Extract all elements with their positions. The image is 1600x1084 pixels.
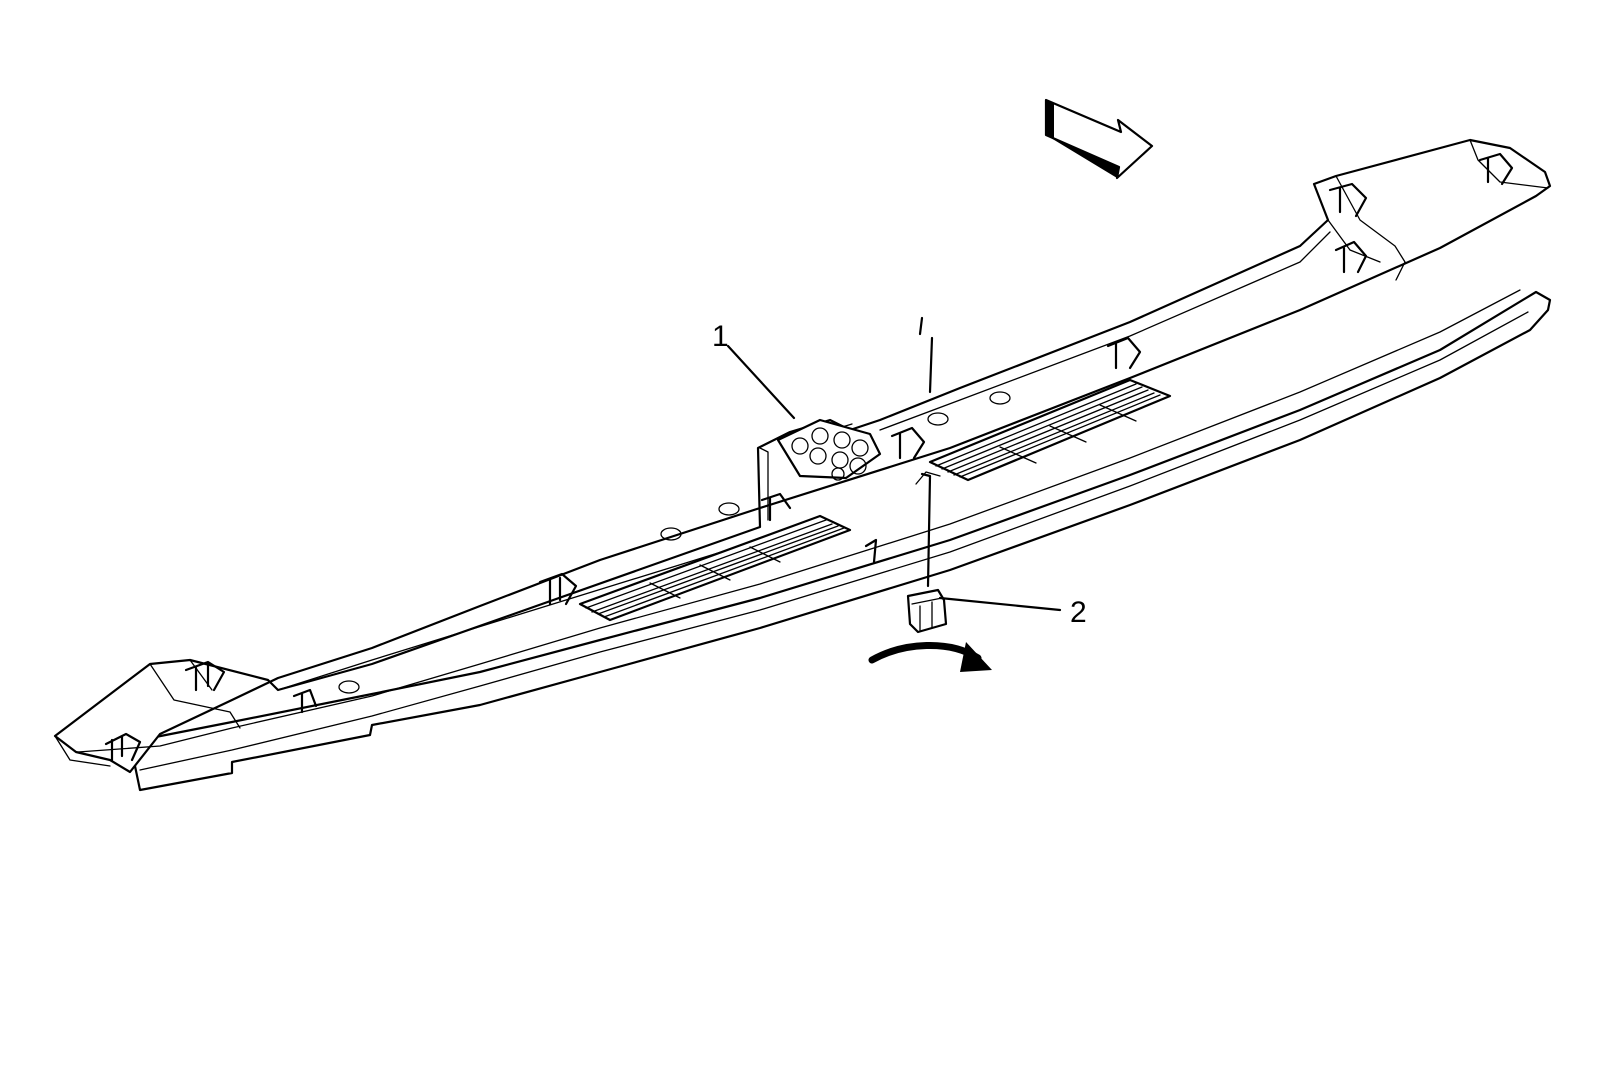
callout-1-leader <box>726 344 796 420</box>
clip-icon <box>1106 336 1142 370</box>
right-vent-grille <box>928 378 1172 482</box>
clip-icon <box>1328 182 1368 218</box>
clip-icon <box>538 572 578 606</box>
callout-1-label: 1 <box>712 320 729 353</box>
clip-icon <box>184 660 226 692</box>
clip-icon <box>760 492 792 522</box>
speaker-grille <box>776 418 882 481</box>
clip-icon <box>1478 152 1514 186</box>
retainer-clips <box>104 152 1514 762</box>
retainer-part <box>906 316 948 634</box>
mounting-holes <box>338 391 1011 694</box>
clip-icon <box>104 732 142 762</box>
clip-icon <box>292 688 318 714</box>
clip-icon <box>864 538 878 564</box>
callout-2-label: 2 <box>1070 596 1087 629</box>
clip-icon <box>890 426 926 460</box>
clip-icon <box>1334 240 1368 274</box>
callout-2-leader <box>938 596 1062 612</box>
rotation-arrow-icon <box>868 641 992 672</box>
direction-arrow-right-icon <box>1044 98 1154 180</box>
left-vent-grille <box>578 514 852 622</box>
